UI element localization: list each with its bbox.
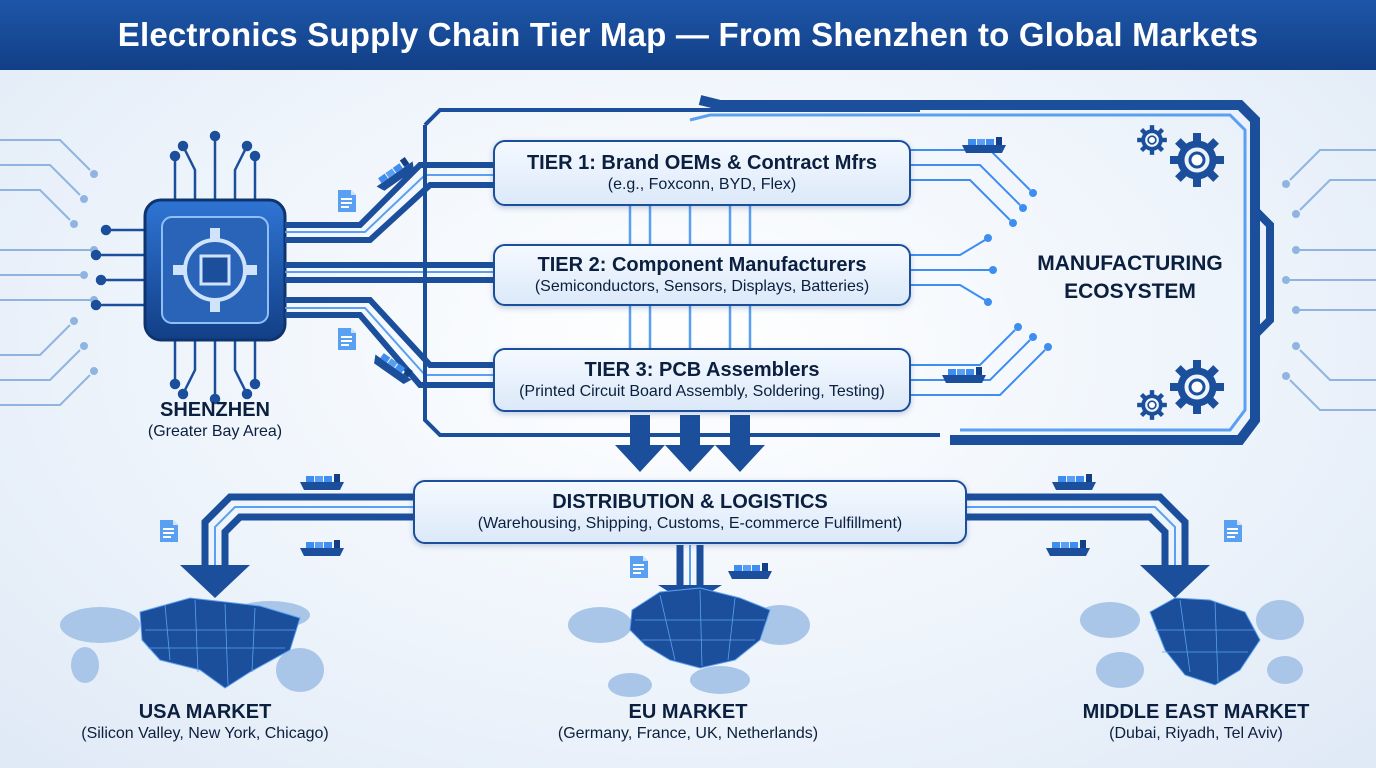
market-middle-east: MIDDLE EAST MARKET (Dubai, Riyadh, Tel A… <box>1056 700 1336 744</box>
market-usa-subtitle: (Silicon Valley, New York, Chicago) <box>81 725 329 742</box>
distribution-title: DISTRIBUTION & LOGISTICS <box>552 491 828 513</box>
tier-1-title: TIER 1: Brand OEMs & Contract Mfrs <box>526 152 878 174</box>
market-eu: EU MARKET (Germany, France, UK, Netherla… <box>528 700 848 744</box>
document-icon <box>338 328 356 350</box>
gear-icon <box>1170 133 1224 187</box>
tier-2-title: TIER 2: Component Manufacturers <box>537 254 867 276</box>
tier-3-title: TIER 3: PCB Assemblers <box>584 359 820 381</box>
world-map-icon <box>60 597 324 692</box>
flow-pipes-to-markets <box>201 493 1189 590</box>
gear-icon <box>1135 388 1169 422</box>
document-icon <box>630 556 648 578</box>
world-map-icon <box>568 587 810 697</box>
page-title: Electronics Supply Chain Tier Map — From… <box>117 16 1259 53</box>
tier-3-subtitle: (Printed Circuit Board Assembly, Solderi… <box>519 383 885 400</box>
market-usa-name: USA MARKET <box>138 701 272 723</box>
down-arrow-icon <box>615 415 765 472</box>
right-circuit-traces <box>1282 149 1376 411</box>
cargo-ship-icon <box>942 367 986 383</box>
cargo-ship-icon <box>728 563 772 579</box>
title-bar: Electronics Supply Chain Tier Map — From… <box>0 0 1376 70</box>
document-icon <box>160 520 178 542</box>
market-eu-subtitle: (Germany, France, UK, Netherlands) <box>557 725 819 742</box>
ecosystem-line-1: MANUFACTURING <box>1037 252 1223 275</box>
market-middle-east-name: MIDDLE EAST MARKET <box>1082 701 1310 723</box>
origin-name: SHENZHEN <box>159 399 270 421</box>
distribution-subtitle: (Warehousing, Shipping, Customs, E-comme… <box>477 515 903 532</box>
tier-1-subtitle: (e.g., Foxconn, BYD, Flex) <box>607 176 797 193</box>
tier-connectors <box>628 205 752 348</box>
market-eu-name: EU MARKET <box>628 701 748 723</box>
tier-3-box: TIER 3: PCB Assemblers (Printed Circuit … <box>493 348 911 412</box>
left-circuit-traces <box>0 139 98 406</box>
chip-icon <box>143 198 287 342</box>
gear-icon <box>1135 123 1169 157</box>
tier-2-subtitle: (Semiconductors, Sensors, Displays, Batt… <box>534 278 870 295</box>
origin-subtitle: (Greater Bay Area) <box>147 423 283 440</box>
manufacturing-ecosystem-label: MANUFACTURING ECOSYSTEM <box>1010 250 1250 306</box>
cargo-ship-icon <box>300 540 344 556</box>
market-usa: USA MARKET (Silicon Valley, New York, Ch… <box>40 700 370 744</box>
cargo-ship-icon <box>962 137 1006 153</box>
market-middle-east-subtitle: (Dubai, Riyadh, Tel Aviv) <box>1109 725 1283 742</box>
cargo-ship-icon <box>1046 540 1090 556</box>
chip-pins <box>90 130 261 405</box>
ecosystem-traces <box>910 149 1052 396</box>
cargo-ship-icon <box>300 474 344 490</box>
tier-2-box: TIER 2: Component Manufacturers (Semicon… <box>493 244 911 306</box>
origin-label: SHENZHEN (Greater Bay Area) <box>110 398 320 442</box>
tier-1-box: TIER 1: Brand OEMs & Contract Mfrs (e.g.… <box>493 140 911 206</box>
document-icon <box>338 190 356 212</box>
cargo-ship-icon <box>1052 474 1096 490</box>
world-map-icon <box>1080 597 1304 688</box>
distribution-box: DISTRIBUTION & LOGISTICS (Warehousing, S… <box>413 480 967 544</box>
document-icon <box>1224 520 1242 542</box>
flow-pipes-to-tiers <box>285 162 495 388</box>
gear-icon <box>1170 360 1224 414</box>
ecosystem-line-2: ECOSYSTEM <box>1064 280 1196 303</box>
